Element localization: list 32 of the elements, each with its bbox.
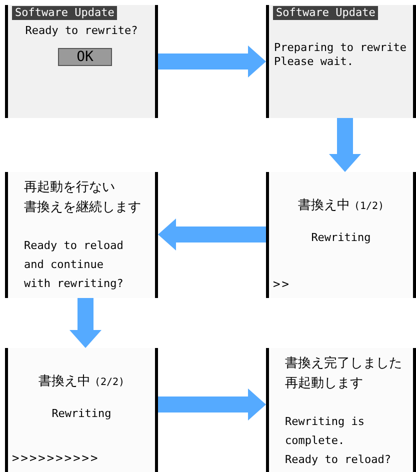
progress-count: (1/2) — [354, 200, 384, 214]
status-text: Please wait. — [274, 55, 354, 69]
message-text: Rewriting is complete. — [285, 414, 366, 449]
progress-count: (2/2) — [94, 376, 125, 390]
title-bar: Software Update — [273, 6, 378, 20]
phone-screen — [5, 348, 158, 472]
flow-arrow — [158, 388, 266, 420]
message-text: Ready to reload? — [285, 452, 392, 468]
title-bar: Software Update — [12, 6, 118, 20]
phone-screen — [5, 5, 158, 118]
flow-arrow — [329, 118, 361, 172]
flow-arrow — [158, 218, 266, 250]
status-heading: 書換え中 — [38, 373, 90, 391]
flow-arrow — [70, 298, 102, 348]
status-text: Rewriting — [310, 230, 372, 245]
phone-screen — [266, 5, 416, 118]
phone-screen — [266, 348, 416, 472]
status-text: Rewriting — [50, 406, 112, 421]
message-text: 再起動します — [285, 375, 363, 393]
prompt-text: Ready to rewrite? — [24, 23, 139, 38]
status-text: Preparing to rewrite — [274, 41, 406, 55]
message-text: 書換えを継続します — [24, 199, 141, 217]
flow-arrow — [158, 46, 266, 78]
status-heading: 書換え中 — [298, 197, 350, 215]
ok-button: OK — [58, 48, 112, 66]
message-text: 再起動を行ない — [24, 179, 115, 197]
progress-indicator: >> — [273, 276, 290, 292]
message-text: 書換え完了しました — [285, 355, 402, 373]
phone-screen — [266, 172, 416, 298]
progress-indicator: >>>>>>>>>> — [12, 450, 100, 466]
phone-screen — [5, 172, 158, 298]
message-text: Ready to reload and continue with rewriting? — [24, 238, 124, 292]
